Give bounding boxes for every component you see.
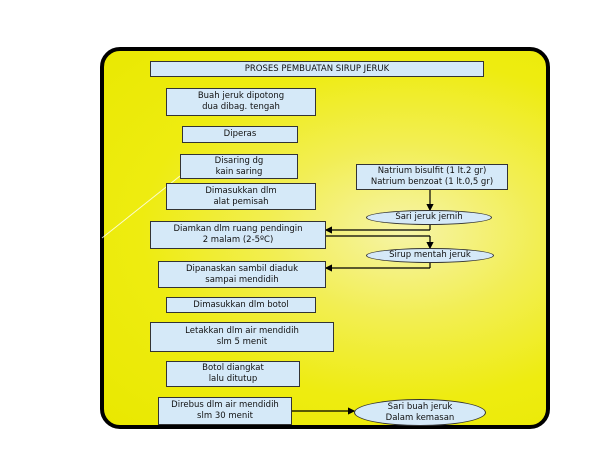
output-final-oval: Sari buah jeruk Dalam kemasan — [354, 399, 486, 426]
step-panas: Dipanaskan sambil diaduk sampai mendidih — [158, 261, 326, 288]
step-saring: Disaring dg kain saring — [180, 154, 298, 179]
step-dingin: Diamkan dlm ruang pendingin 2 malam (2-5… — [150, 221, 326, 249]
diagram-title: PROSES PEMBUATAN SIRUP JERUK — [150, 61, 484, 77]
title-text: PROSES PEMBUATAN SIRUP JERUK — [244, 63, 390, 74]
additive-box: Natrium bisulfit (1 lt.2 gr) Natrium ben… — [356, 164, 508, 190]
output-sari-oval: Sari jeruk jernih — [366, 210, 492, 225]
step-angkat: Botol diangkat lalu ditutup — [166, 361, 300, 387]
step-peras: Diperas — [182, 126, 298, 143]
output-sirup-oval: Sirup mentah jeruk — [366, 248, 494, 263]
step-potong: Buah jeruk dipotong dua dibag. tengah — [166, 88, 316, 116]
step-botol: Dimasukkan dlm botol — [166, 297, 316, 313]
step-rebus5: Letakkan dlm air mendidih slm 5 menit — [150, 322, 334, 352]
step-rebus30: Direbus dlm air mendidih slm 30 menit — [158, 397, 292, 425]
step-pemisah: Dimasukkan dlm alat pemisah — [166, 183, 316, 210]
